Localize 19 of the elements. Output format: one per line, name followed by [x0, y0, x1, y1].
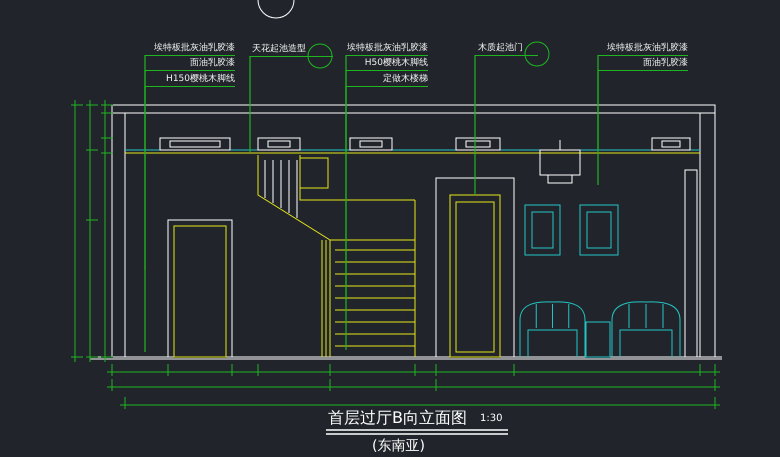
- scale-label: 1:30: [480, 413, 502, 424]
- leader-line: [144, 86, 146, 352]
- material-callout: H150樱桃木脚线: [145, 71, 235, 87]
- material-callout: 定做木楼梯: [346, 71, 428, 87]
- material-callout: 面油乳胶漆: [598, 55, 688, 71]
- material-callout: 埃特板批灰油乳胶漆: [346, 40, 428, 56]
- leader-line: [249, 56, 251, 152]
- leader-line: [345, 86, 347, 300]
- material-callout: 木质起池门: [475, 40, 538, 56]
- leader-line: [597, 70, 599, 185]
- leader-line: [345, 70, 347, 350]
- drawing-subtitle: (东南亚): [372, 437, 425, 455]
- material-callout: 天花起池造型: [250, 41, 333, 57]
- material-callout: 埃特板批灰油乳胶漆: [145, 40, 235, 56]
- drawing-title: 首层过厅B向立面图: [328, 408, 467, 429]
- material-callout: H50樱桃木脚线: [346, 55, 428, 71]
- material-callout: 面油乳胶漆: [145, 55, 235, 71]
- material-callout: 埃特板批灰油乳胶漆: [598, 40, 688, 56]
- leader-line: [474, 55, 476, 195]
